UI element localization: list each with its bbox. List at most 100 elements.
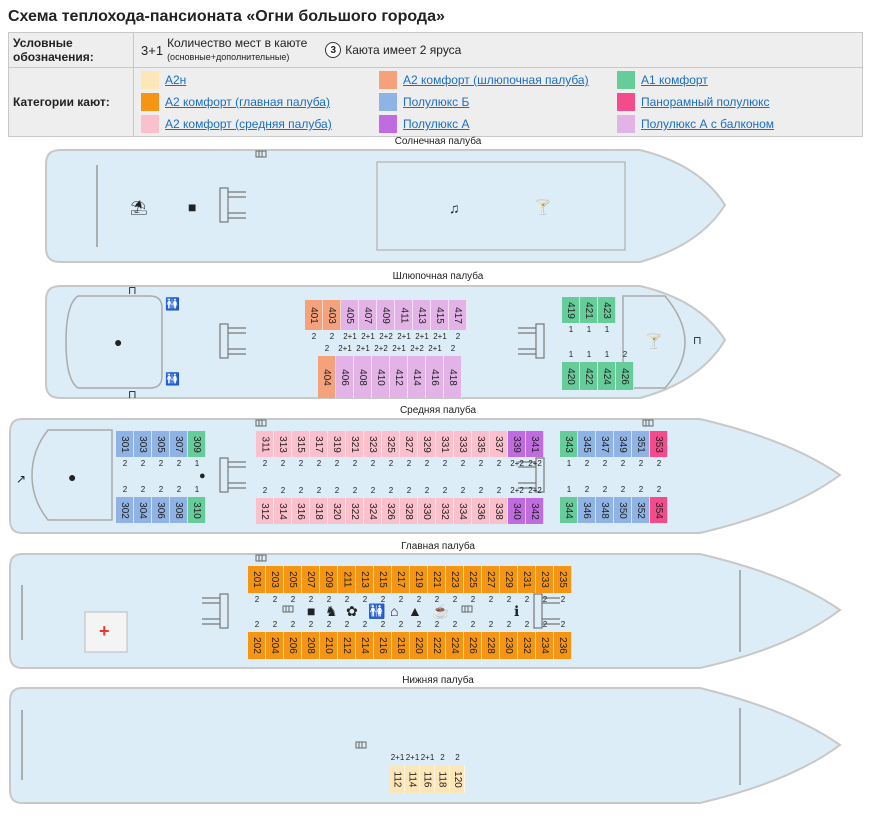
cabin-315[interactable]: 315 bbox=[292, 431, 310, 457]
cabin-332[interactable]: 332 bbox=[436, 498, 454, 524]
cabin-424[interactable]: 424 bbox=[598, 362, 616, 390]
cabin-233[interactable]: 233 bbox=[536, 566, 554, 593]
cabin-354[interactable]: 354 bbox=[650, 497, 668, 523]
cabin-212[interactable]: 212 bbox=[338, 632, 356, 659]
cabin-116[interactable]: 116 bbox=[420, 765, 435, 793]
category-link[interactable]: Полулюкс А bbox=[403, 117, 470, 131]
cabin-335[interactable]: 335 bbox=[472, 431, 490, 457]
cabin-348[interactable]: 348 bbox=[596, 497, 614, 523]
cabin-306[interactable]: 306 bbox=[152, 497, 170, 523]
cabin-419[interactable]: 419 bbox=[562, 297, 580, 323]
cabin-403[interactable]: 403 bbox=[323, 300, 341, 330]
cabin-310[interactable]: 310 bbox=[188, 497, 206, 523]
cabin-417[interactable]: 417 bbox=[449, 300, 467, 330]
cabin-409[interactable]: 409 bbox=[377, 300, 395, 330]
category-link[interactable]: Полулюкс Б bbox=[403, 95, 470, 109]
cabin-353[interactable]: 353 bbox=[650, 431, 668, 457]
cabin-312[interactable]: 312 bbox=[256, 498, 274, 524]
cabin-401[interactable]: 401 bbox=[305, 300, 323, 330]
cabin-404[interactable]: 404 bbox=[318, 356, 336, 398]
cabin-210[interactable]: 210 bbox=[320, 632, 338, 659]
cabin-426[interactable]: 426 bbox=[616, 362, 634, 390]
cabin-339[interactable]: 339 bbox=[508, 431, 526, 457]
cabin-236[interactable]: 236 bbox=[554, 632, 572, 659]
category-link[interactable]: Полулюкс А с балконом bbox=[641, 117, 775, 131]
cabin-327[interactable]: 327 bbox=[400, 431, 418, 457]
cabin-331[interactable]: 331 bbox=[436, 431, 454, 457]
cabin-406[interactable]: 406 bbox=[336, 356, 354, 398]
cabin-204[interactable]: 204 bbox=[266, 632, 284, 659]
cabin-232[interactable]: 232 bbox=[518, 632, 536, 659]
cabin-422[interactable]: 422 bbox=[580, 362, 598, 390]
cabin-302[interactable]: 302 bbox=[116, 497, 134, 523]
cabin-415[interactable]: 415 bbox=[431, 300, 449, 330]
category-link[interactable]: А2н bbox=[165, 73, 187, 87]
cabin-221[interactable]: 221 bbox=[428, 566, 446, 593]
cabin-423[interactable]: 423 bbox=[598, 297, 616, 323]
cabin-349[interactable]: 349 bbox=[614, 431, 632, 457]
cabin-408[interactable]: 408 bbox=[354, 356, 372, 398]
cabin-351[interactable]: 351 bbox=[632, 431, 650, 457]
cabin-114[interactable]: 114 bbox=[405, 765, 420, 793]
cabin-211[interactable]: 211 bbox=[338, 566, 356, 593]
cabin-220[interactable]: 220 bbox=[410, 632, 428, 659]
cabin-322[interactable]: 322 bbox=[346, 498, 364, 524]
cabin-347[interactable]: 347 bbox=[596, 431, 614, 457]
cabin-307[interactable]: 307 bbox=[170, 431, 188, 457]
cabin-412[interactable]: 412 bbox=[390, 356, 408, 398]
cabin-202[interactable]: 202 bbox=[248, 632, 266, 659]
cabin-227[interactable]: 227 bbox=[482, 566, 500, 593]
cabin-224[interactable]: 224 bbox=[446, 632, 464, 659]
category-link[interactable]: А2 комфорт (шлюпочная палуба) bbox=[403, 73, 589, 87]
cabin-324[interactable]: 324 bbox=[364, 498, 382, 524]
cabin-301[interactable]: 301 bbox=[116, 431, 134, 457]
cabin-218[interactable]: 218 bbox=[392, 632, 410, 659]
category-link[interactable]: А2 комфорт (средняя палуба) bbox=[165, 117, 332, 131]
cabin-318[interactable]: 318 bbox=[310, 498, 328, 524]
cabin-337[interactable]: 337 bbox=[490, 431, 508, 457]
cabin-308[interactable]: 308 bbox=[170, 497, 188, 523]
cabin-326[interactable]: 326 bbox=[382, 498, 400, 524]
cabin-338[interactable]: 338 bbox=[490, 498, 508, 524]
cabin-207[interactable]: 207 bbox=[302, 566, 320, 593]
cabin-313[interactable]: 313 bbox=[274, 431, 292, 457]
cabin-336[interactable]: 336 bbox=[472, 498, 490, 524]
category-link[interactable]: А1 комфорт bbox=[641, 73, 708, 87]
cabin-317[interactable]: 317 bbox=[310, 431, 328, 457]
cabin-304[interactable]: 304 bbox=[134, 497, 152, 523]
cabin-309[interactable]: 309 bbox=[188, 431, 206, 457]
cabin-410[interactable]: 410 bbox=[372, 356, 390, 398]
cabin-219[interactable]: 219 bbox=[410, 566, 428, 593]
cabin-231[interactable]: 231 bbox=[518, 566, 536, 593]
cabin-230[interactable]: 230 bbox=[500, 632, 518, 659]
cabin-343[interactable]: 343 bbox=[560, 431, 578, 457]
cabin-350[interactable]: 350 bbox=[614, 497, 632, 523]
cabin-325[interactable]: 325 bbox=[382, 431, 400, 457]
cabin-416[interactable]: 416 bbox=[426, 356, 444, 398]
cabin-235[interactable]: 235 bbox=[554, 566, 572, 593]
cabin-413[interactable]: 413 bbox=[413, 300, 431, 330]
cabin-225[interactable]: 225 bbox=[464, 566, 482, 593]
cabin-344[interactable]: 344 bbox=[560, 497, 578, 523]
cabin-405[interactable]: 405 bbox=[341, 300, 359, 330]
cabin-334[interactable]: 334 bbox=[454, 498, 472, 524]
cabin-420[interactable]: 420 bbox=[562, 362, 580, 390]
cabin-214[interactable]: 214 bbox=[356, 632, 374, 659]
cabin-333[interactable]: 333 bbox=[454, 431, 472, 457]
cabin-112[interactable]: 112 bbox=[390, 765, 405, 793]
cabin-229[interactable]: 229 bbox=[500, 566, 518, 593]
cabin-305[interactable]: 305 bbox=[152, 431, 170, 457]
cabin-203[interactable]: 203 bbox=[266, 566, 284, 593]
cabin-407[interactable]: 407 bbox=[359, 300, 377, 330]
cabin-226[interactable]: 226 bbox=[464, 632, 482, 659]
cabin-314[interactable]: 314 bbox=[274, 498, 292, 524]
cabin-341[interactable]: 341 bbox=[526, 431, 544, 457]
cabin-120[interactable]: 120 bbox=[450, 765, 465, 793]
cabin-208[interactable]: 208 bbox=[302, 632, 320, 659]
cabin-316[interactable]: 316 bbox=[292, 498, 310, 524]
cabin-320[interactable]: 320 bbox=[328, 498, 346, 524]
cabin-330[interactable]: 330 bbox=[418, 498, 436, 524]
cabin-223[interactable]: 223 bbox=[446, 566, 464, 593]
cabin-311[interactable]: 311 bbox=[256, 431, 274, 457]
cabin-215[interactable]: 215 bbox=[374, 566, 392, 593]
